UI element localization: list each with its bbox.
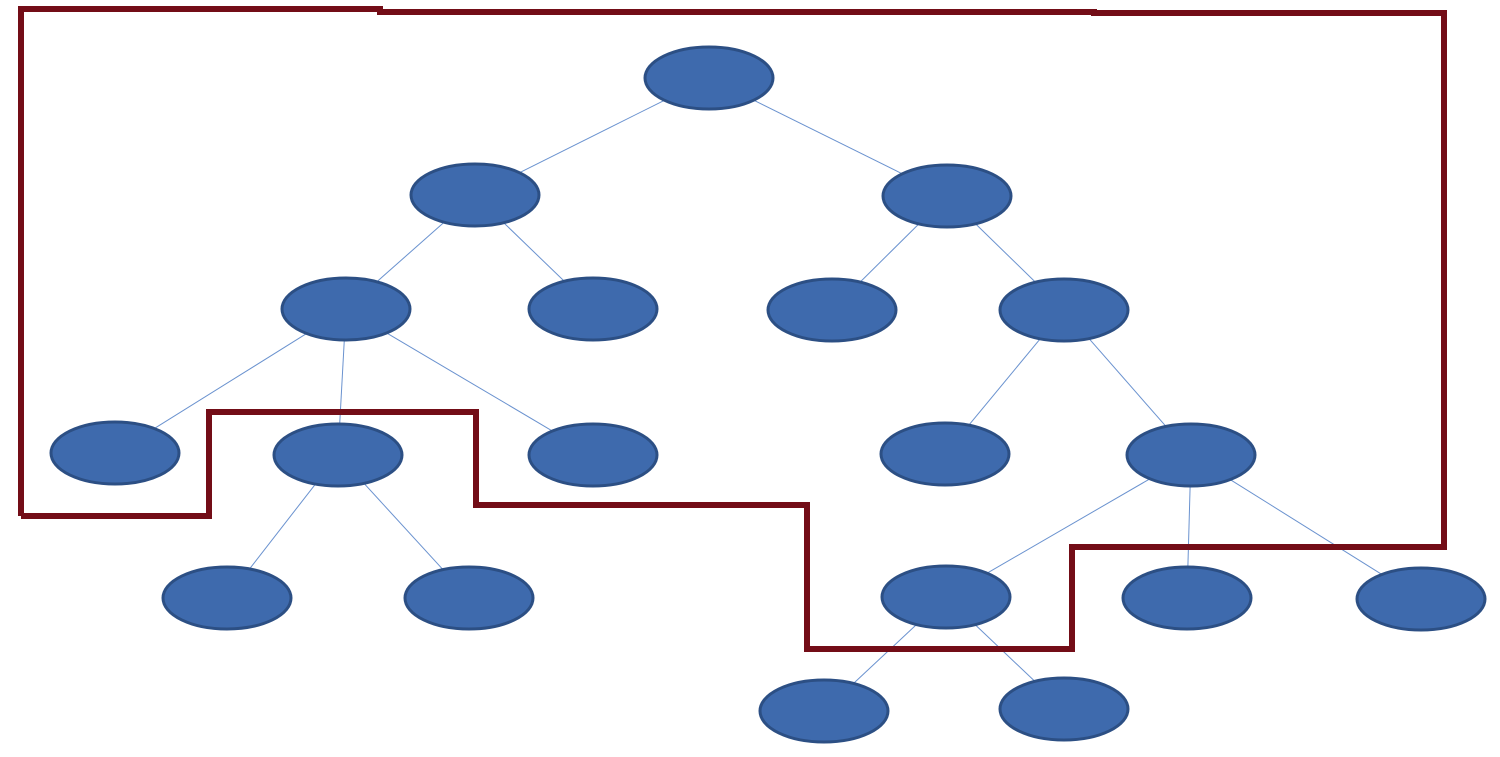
tree-node — [758, 678, 890, 744]
selection-boundary — [18, 6, 1447, 652]
tree-node — [49, 420, 181, 486]
tree-edge — [968, 338, 1041, 426]
tree-edge — [1229, 479, 1383, 575]
tree-edge — [853, 624, 917, 684]
tree-edge — [376, 221, 445, 283]
tree-edge — [1088, 338, 1167, 427]
tree-node — [1121, 565, 1253, 631]
tree-node — [527, 422, 659, 488]
tree-edge — [386, 332, 553, 432]
tree-edge — [859, 223, 920, 283]
tree-node — [998, 676, 1130, 742]
tree-edge — [974, 624, 1036, 682]
tree-edge — [975, 223, 1036, 283]
tree-node — [280, 276, 412, 342]
tree-node — [1355, 566, 1487, 632]
tree-edge — [986, 478, 1151, 574]
tree-node — [1125, 422, 1257, 488]
tree-edge — [154, 333, 307, 429]
tree-node — [409, 162, 541, 228]
tree-node — [403, 565, 535, 631]
tree-node — [161, 565, 293, 631]
tree-node — [272, 422, 404, 488]
tree-node — [998, 277, 1130, 343]
tree-node — [880, 564, 1012, 630]
tree-edge — [753, 99, 903, 175]
tree-edges — [154, 99, 1383, 684]
tree-edge — [1187, 485, 1191, 568]
tree-node — [766, 277, 898, 343]
tree-edge — [363, 482, 444, 571]
tree-edge — [519, 99, 665, 174]
tree-edge — [503, 222, 565, 282]
tree-edge — [249, 483, 316, 570]
tree-node — [881, 163, 1013, 229]
tree-node — [879, 421, 1011, 487]
tree-node — [527, 276, 659, 342]
tree-nodes — [49, 45, 1487, 744]
tree-node — [643, 45, 775, 111]
